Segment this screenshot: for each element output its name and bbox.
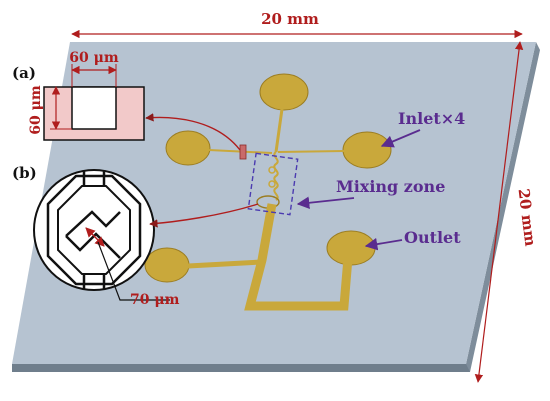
inlet-pad-bottom [144,247,190,283]
panel-b-label: (b) [12,164,37,182]
inset-b-pointer [149,203,259,228]
inset-a-width-label: 60 μm [69,50,119,66]
mixing-chamber-marker [239,144,247,160]
channel-network [144,73,392,311]
mixing-zone-box [247,152,299,216]
inlet-pad-right [342,131,392,169]
panel-a-label: (a) [12,64,36,82]
inset-b-stem-bottom [82,274,106,290]
inlet-pad-top [259,73,309,111]
mixing-arrow [296,196,355,210]
inlet-arrow [380,129,421,148]
mixing-ring-1 [268,166,276,174]
inset-b-measure [85,227,105,247]
outlet-arrow [364,237,403,251]
inset-b-leader [97,241,170,301]
mixing-serpentine [273,151,279,201]
inset-b-octagon-outer [46,174,142,286]
inset-b-octagon-inner [57,185,131,275]
plate-bottom-edge [12,364,470,372]
inlet-label: Inlet×4 [398,109,465,128]
inset-b-dim-label: 70 μm [130,292,180,308]
height-label: 20 mm [515,188,540,248]
inset-b-circle [33,169,155,291]
inlet-pad-left [165,130,211,166]
inset-b-stem-top [82,170,106,186]
inset-a: (a) 60 μm 60 μm [12,50,241,151]
mixing-label: Mixing zone [336,177,445,196]
inset-a-height-label: 60 μm [28,85,44,135]
outlet-label: Outlet [404,228,461,247]
height-dimension-line [474,41,524,383]
dimension-annotations: 20 mm 20 mm [71,10,540,383]
callouts: Inlet×4 Mixing zone Outlet [296,109,465,251]
inset-b: (b) 70 μm [12,164,259,308]
channel-top [274,108,284,153]
width-label: 20 mm [261,10,319,28]
bottom-inlet-channel [187,259,263,269]
inset-a-pointer [145,113,241,151]
main-channel [244,203,353,311]
mixing-ring-2 [268,180,276,188]
inset-a-channel-square [71,86,117,130]
channel-right [277,150,345,153]
